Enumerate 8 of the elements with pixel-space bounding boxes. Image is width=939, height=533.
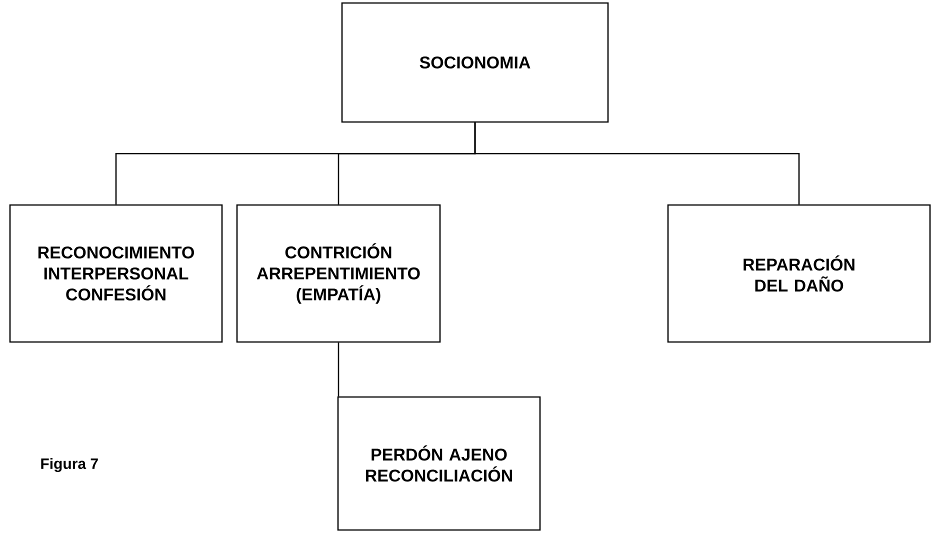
box: SOCIONOMIA (341, 2, 609, 123)
connector-line (338, 342, 340, 396)
box: REPARACIÓN DEL DAÑO (667, 204, 931, 343)
connector-line (474, 122, 800, 204)
box: RECONOCIMIENTO INTERPERSONAL CONFESIÓN (9, 204, 223, 343)
box: CONTRICIÓN ARREPENTIMIENTO (EMPATÍA) (236, 204, 441, 343)
box: PERDÓN AJENO RECONCILIACIÓN (337, 396, 541, 531)
figure-label: Figura 7 (41, 458, 98, 472)
